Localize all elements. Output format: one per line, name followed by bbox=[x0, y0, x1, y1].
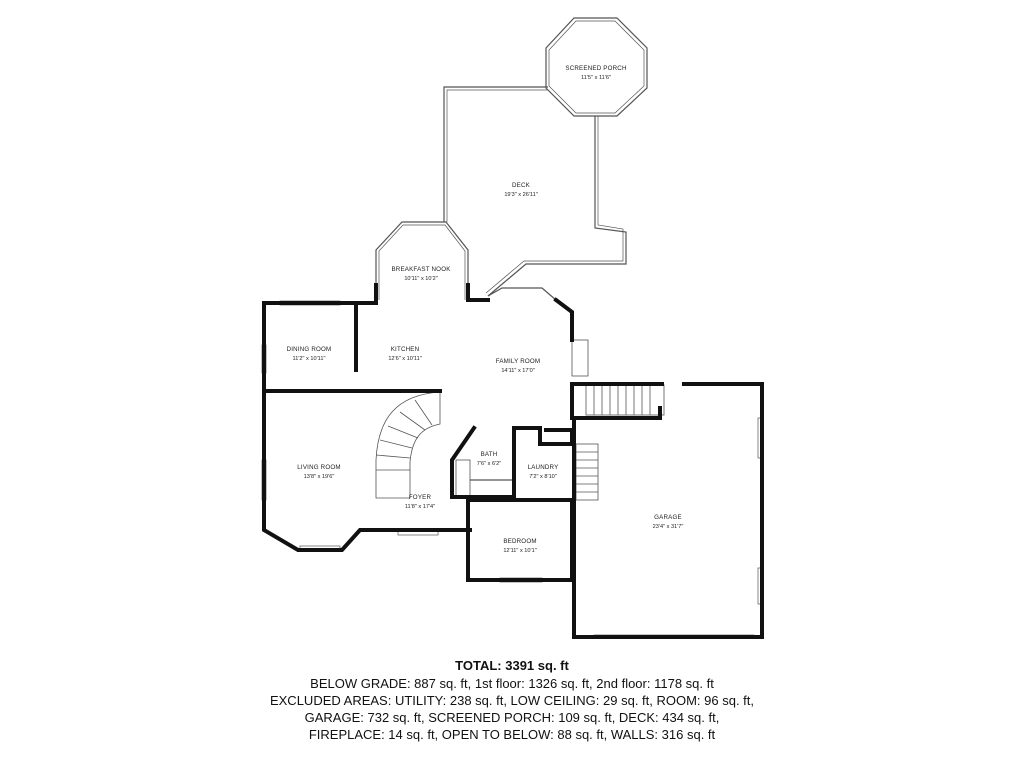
dims-foyer: 11'8" x 17'4" bbox=[405, 504, 435, 510]
summary-line-3: GARAGE: 732 sq. ft, SCREENED PORCH: 109 … bbox=[304, 710, 720, 725]
dims-bedroom: 12'11" x 10'1" bbox=[503, 548, 536, 554]
screened-porch-outline bbox=[545, 17, 648, 117]
wall-nook-right bbox=[466, 283, 490, 302]
label-screened-porch: SCREENED PORCH bbox=[565, 65, 626, 72]
nook-bay-inner bbox=[378, 224, 466, 300]
deck-right bbox=[487, 116, 627, 297]
fireplace bbox=[571, 339, 589, 377]
wall-stair-box bbox=[570, 382, 662, 420]
screened-porch-inner bbox=[548, 20, 645, 114]
family-bay bbox=[487, 287, 557, 301]
wall-garage bbox=[572, 382, 764, 639]
label-garage: GARAGE bbox=[654, 514, 682, 521]
dims-bath: 7'6" x 6'2" bbox=[477, 461, 501, 467]
dims-garage: 23'4" x 31'7" bbox=[653, 524, 684, 530]
dims-family-room: 14'11" x 17'0" bbox=[501, 368, 534, 374]
dims-kitchen: 12'6" x 10'11" bbox=[388, 356, 421, 362]
wall-family-east bbox=[553, 297, 574, 342]
dims-breakfast-nook: 10'11" x 10'2" bbox=[404, 276, 437, 282]
dims-deck: 19'3" x 26'11" bbox=[504, 192, 537, 198]
deck-outline bbox=[443, 86, 548, 222]
label-family-room: FAMILY ROOM bbox=[496, 358, 541, 365]
total-area: TOTAL: 3391 sq. ft bbox=[455, 658, 569, 673]
wall-nook-left bbox=[354, 283, 378, 305]
label-dining-room: DINING ROOM bbox=[287, 346, 332, 353]
deck-outline-inner bbox=[446, 89, 548, 222]
walls bbox=[262, 283, 764, 639]
label-kitchen: KITCHEN bbox=[391, 346, 420, 353]
label-foyer: FOYER bbox=[409, 494, 432, 501]
wall-west bbox=[262, 301, 374, 552]
side-stairs bbox=[575, 443, 599, 501]
bath-tub bbox=[455, 459, 471, 497]
room-labels: SCREENED PORCH 11'5" x 11'6" DECK 19'3" … bbox=[287, 65, 684, 554]
summary-line-4: FIREPLACE: 14 sq. ft, OPEN TO BELOW: 88 … bbox=[308, 727, 716, 742]
label-breakfast-nook: BREAKFAST NOOK bbox=[391, 266, 451, 273]
label-deck: DECK bbox=[512, 182, 531, 189]
floor-plan: SCREENED PORCH 11'5" x 11'6" DECK 19'3" … bbox=[261, 17, 764, 639]
wall-bath bbox=[450, 425, 516, 499]
thin-outlines bbox=[261, 17, 763, 639]
dims-dining-room: 11'2" x 10'11" bbox=[293, 356, 326, 362]
label-bath: BATH bbox=[481, 451, 498, 458]
dims-laundry: 7'2" x 8'10" bbox=[529, 474, 557, 480]
nook-bay bbox=[375, 221, 469, 300]
deck-right-inner bbox=[485, 116, 624, 294]
label-laundry: LAUNDRY bbox=[528, 464, 559, 471]
summary-line-2: EXCLUDED AREAS: UTILITY: 238 sq. ft, LOW… bbox=[269, 693, 755, 708]
curved-stair bbox=[375, 391, 441, 499]
label-living-room: LIVING ROOM bbox=[297, 464, 340, 471]
wall-bedroom bbox=[466, 498, 574, 582]
label-bedroom: BEDROOM bbox=[503, 538, 536, 545]
dims-living-room: 13'8" x 19'6" bbox=[304, 474, 335, 480]
dims-screened-porch: 11'5" x 11'6" bbox=[581, 75, 611, 81]
wall-laundry bbox=[512, 426, 574, 446]
garage-stairs bbox=[585, 384, 665, 416]
summary-line-1: BELOW GRADE: 887 sq. ft, 1st floor: 1326… bbox=[310, 676, 714, 691]
area-summary: TOTAL: 3391 sq. ft BELOW GRADE: 887 sq. … bbox=[0, 657, 1024, 743]
